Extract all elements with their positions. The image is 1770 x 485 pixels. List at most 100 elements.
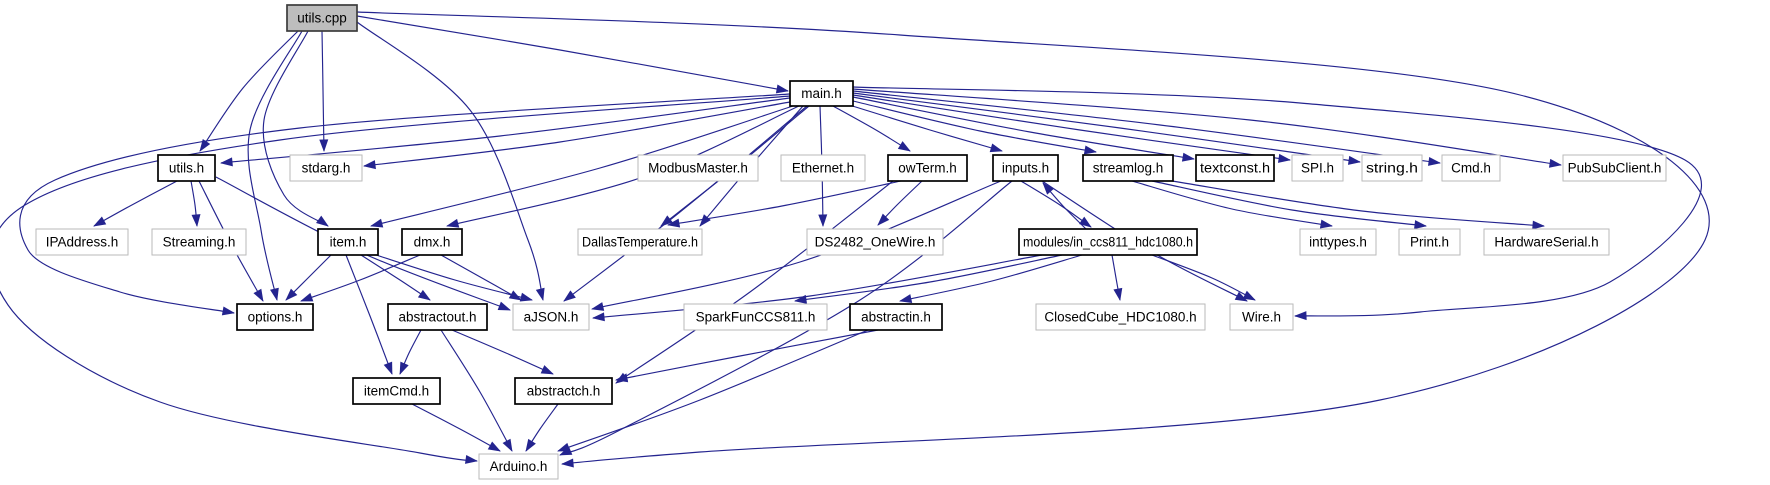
edge-utils_h-to-IPAddress_h <box>93 180 178 227</box>
node-box <box>849 303 943 331</box>
node-label: streamlog.h <box>1093 161 1164 176</box>
node-DallasTemperature_h[interactable]: DallasTemperature.h <box>577 228 703 256</box>
node-Ethernet_h[interactable]: Ethernet.h <box>780 154 866 182</box>
node-box <box>317 228 379 256</box>
node-aJSON_h[interactable]: aJSON.h <box>512 303 590 331</box>
edge-main_h-to-stdarg_h <box>363 101 791 170</box>
node-label: string.h <box>1366 161 1418 176</box>
node-SPI_h[interactable]: SPI.h <box>1291 154 1344 182</box>
edge-main_h-to-inputs_h <box>845 103 1003 153</box>
node-box <box>1229 303 1294 331</box>
node-label: main.h <box>801 86 842 101</box>
edge-main_h-to-Arduino_h <box>0 95 791 464</box>
node-stdarg_h[interactable]: stdarg.h <box>289 154 363 182</box>
node-box <box>151 228 247 256</box>
node-label: options.h <box>248 310 303 325</box>
node-Print_h[interactable]: Print.h <box>1398 228 1461 256</box>
node-itemCmd_h[interactable]: itemCmd.h <box>352 377 441 405</box>
node-string_h[interactable]: string.h <box>1361 154 1423 182</box>
nodes-layer: utils.cpp main.h utils.h stdarg.h ModbusMast… <box>35 4 1667 480</box>
node-inttypes_h[interactable]: inttypes.h <box>1299 228 1377 256</box>
node-label: ClosedCube_HDC1080.h <box>1044 310 1196 325</box>
edge-modules_h-to-inputs_h <box>1042 182 1087 230</box>
node-dmx_h[interactable]: dmx.h <box>401 228 463 256</box>
node-label: inputs.h <box>1002 161 1049 176</box>
node-box <box>1483 228 1610 256</box>
node-box <box>806 228 944 256</box>
node-label: ModbusMaster.h <box>648 161 748 176</box>
node-box <box>992 154 1059 182</box>
edge-main_h-to-string_h <box>852 92 1361 165</box>
node-label: Streaming.h <box>163 235 236 250</box>
node-box <box>1291 154 1344 182</box>
edge-main_h-to-item_h <box>370 104 797 228</box>
node-box <box>1361 154 1423 182</box>
node-ClosedCube_HDC1080_h[interactable]: ClosedCube_HDC1080.h <box>1035 303 1206 331</box>
node-abstractout_h[interactable]: abstractout.h <box>387 303 488 331</box>
node-options_h[interactable]: options.h <box>236 303 314 331</box>
node-label: Arduino.h <box>490 459 548 474</box>
node-box <box>1035 303 1206 331</box>
node-SparkFunCCS811_h[interactable]: SparkFunCCS811.h <box>683 303 828 331</box>
edge-utils_cpp-to-main_h <box>356 15 789 94</box>
node-box <box>1398 228 1461 256</box>
node-HardwareSerial_h[interactable]: HardwareSerial.h <box>1483 228 1610 256</box>
edge-utils_cpp-to-Arduino_h <box>356 11 1710 468</box>
edge-abstractout_h-to-itemCmd_h <box>399 329 422 375</box>
node-label: Wire.h <box>1242 310 1281 325</box>
node-box <box>35 228 129 256</box>
node-label: abstractch.h <box>527 384 601 399</box>
edge-main_h-to-textconst_h <box>852 96 1195 162</box>
node-main_h[interactable]: main.h <box>789 80 854 107</box>
edge-dmx_h-to-options_h <box>300 254 421 302</box>
edges-layer <box>0 11 1710 468</box>
node-box <box>157 154 216 182</box>
node-label: Cmd.h <box>1451 161 1491 176</box>
edge-owTerm_h-to-DS2482_OneWire_h <box>877 180 923 226</box>
node-inputs_h[interactable]: inputs.h <box>992 154 1059 182</box>
edge-abstractin_h-to-abstractch_h <box>615 329 879 383</box>
node-box <box>683 303 828 331</box>
edge-utils_h-to-Streaming_h <box>190 180 201 227</box>
node-modules_h[interactable]: modules/in_ccs811_hdc1080.h <box>1018 228 1198 256</box>
node-label: owTerm.h <box>898 161 957 176</box>
node-label: inttypes.h <box>1309 235 1367 250</box>
node-label: item.h <box>330 235 367 250</box>
node-DS2482_OneWire_h[interactable]: DS2482_OneWire.h <box>806 228 944 256</box>
node-label: utils.cpp <box>297 11 347 26</box>
node-PubSubClient_h[interactable]: PubSubClient.h <box>1562 154 1667 182</box>
edge-abstractin_h-to-Arduino_h <box>557 329 869 452</box>
edge-abstractout_h-to-Arduino_h <box>440 329 513 452</box>
node-Wire_h[interactable]: Wire.h <box>1229 303 1294 331</box>
node-item_h[interactable]: item.h <box>317 228 379 256</box>
edge-main_h-to-owTerm_h <box>832 105 911 152</box>
node-label: DS2482_OneWire.h <box>815 235 936 250</box>
node-label: DallasTemperature.h <box>582 235 698 250</box>
node-owTerm_h[interactable]: owTerm.h <box>887 154 968 182</box>
node-label: dmx.h <box>414 235 451 250</box>
edge-main_h-to-utils_h <box>220 97 791 167</box>
node-box <box>887 154 968 182</box>
edge-owTerm_h-to-DallasTemperature_h <box>667 180 902 228</box>
node-utils_cpp[interactable]: utils.cpp <box>286 4 358 32</box>
node-utils_h[interactable]: utils.h <box>157 154 216 182</box>
node-textconst_h[interactable]: textconst.h <box>1195 154 1275 182</box>
node-abstractch_h[interactable]: abstractch.h <box>514 377 613 405</box>
node-IPAddress_h[interactable]: IPAddress.h <box>35 228 129 256</box>
node-label: utils.h <box>169 161 204 176</box>
node-label: IPAddress.h <box>46 235 119 250</box>
node-box <box>352 377 441 405</box>
node-box <box>1562 154 1667 182</box>
node-ModbusMaster_h[interactable]: ModbusMaster.h <box>637 154 759 182</box>
node-Arduino_h[interactable]: Arduino.h <box>478 453 559 480</box>
node-Streaming_h[interactable]: Streaming.h <box>151 228 247 256</box>
node-abstractin_h[interactable]: abstractin.h <box>849 303 943 331</box>
node-box <box>236 303 314 331</box>
node-Cmd_h[interactable]: Cmd.h <box>1441 154 1501 182</box>
node-streamlog_h[interactable]: streamlog.h <box>1082 154 1174 182</box>
edge-streamlog_h-to-HardwareSerial_h <box>1171 180 1545 230</box>
node-box <box>780 154 866 182</box>
node-label: Print.h <box>1410 235 1449 250</box>
edge-main_h-to-options_h <box>19 93 791 316</box>
